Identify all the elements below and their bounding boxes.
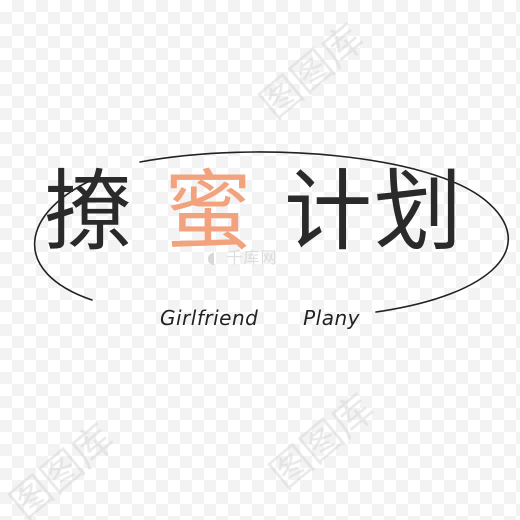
subtitle: Girlfriend Plany: [160, 306, 360, 330]
watermark-logo: ◖ 千库网: [207, 244, 278, 268]
title-char-3: 计划: [283, 160, 464, 263]
ellipse-left-arc: [33, 177, 97, 301]
title-char-2: 蜜: [163, 160, 254, 263]
subtitle-word-1: Girlfriend: [160, 306, 259, 330]
subtitle-word-2: Plany: [303, 306, 360, 330]
ellipse-right-arc: [139, 151, 510, 313]
watermark-logo-icon: ◖: [207, 248, 217, 267]
main-title: 撩 蜜 计划: [44, 168, 464, 256]
watermark-logo-text: 千库网: [226, 248, 278, 267]
title-char-1: 撩: [44, 160, 135, 263]
